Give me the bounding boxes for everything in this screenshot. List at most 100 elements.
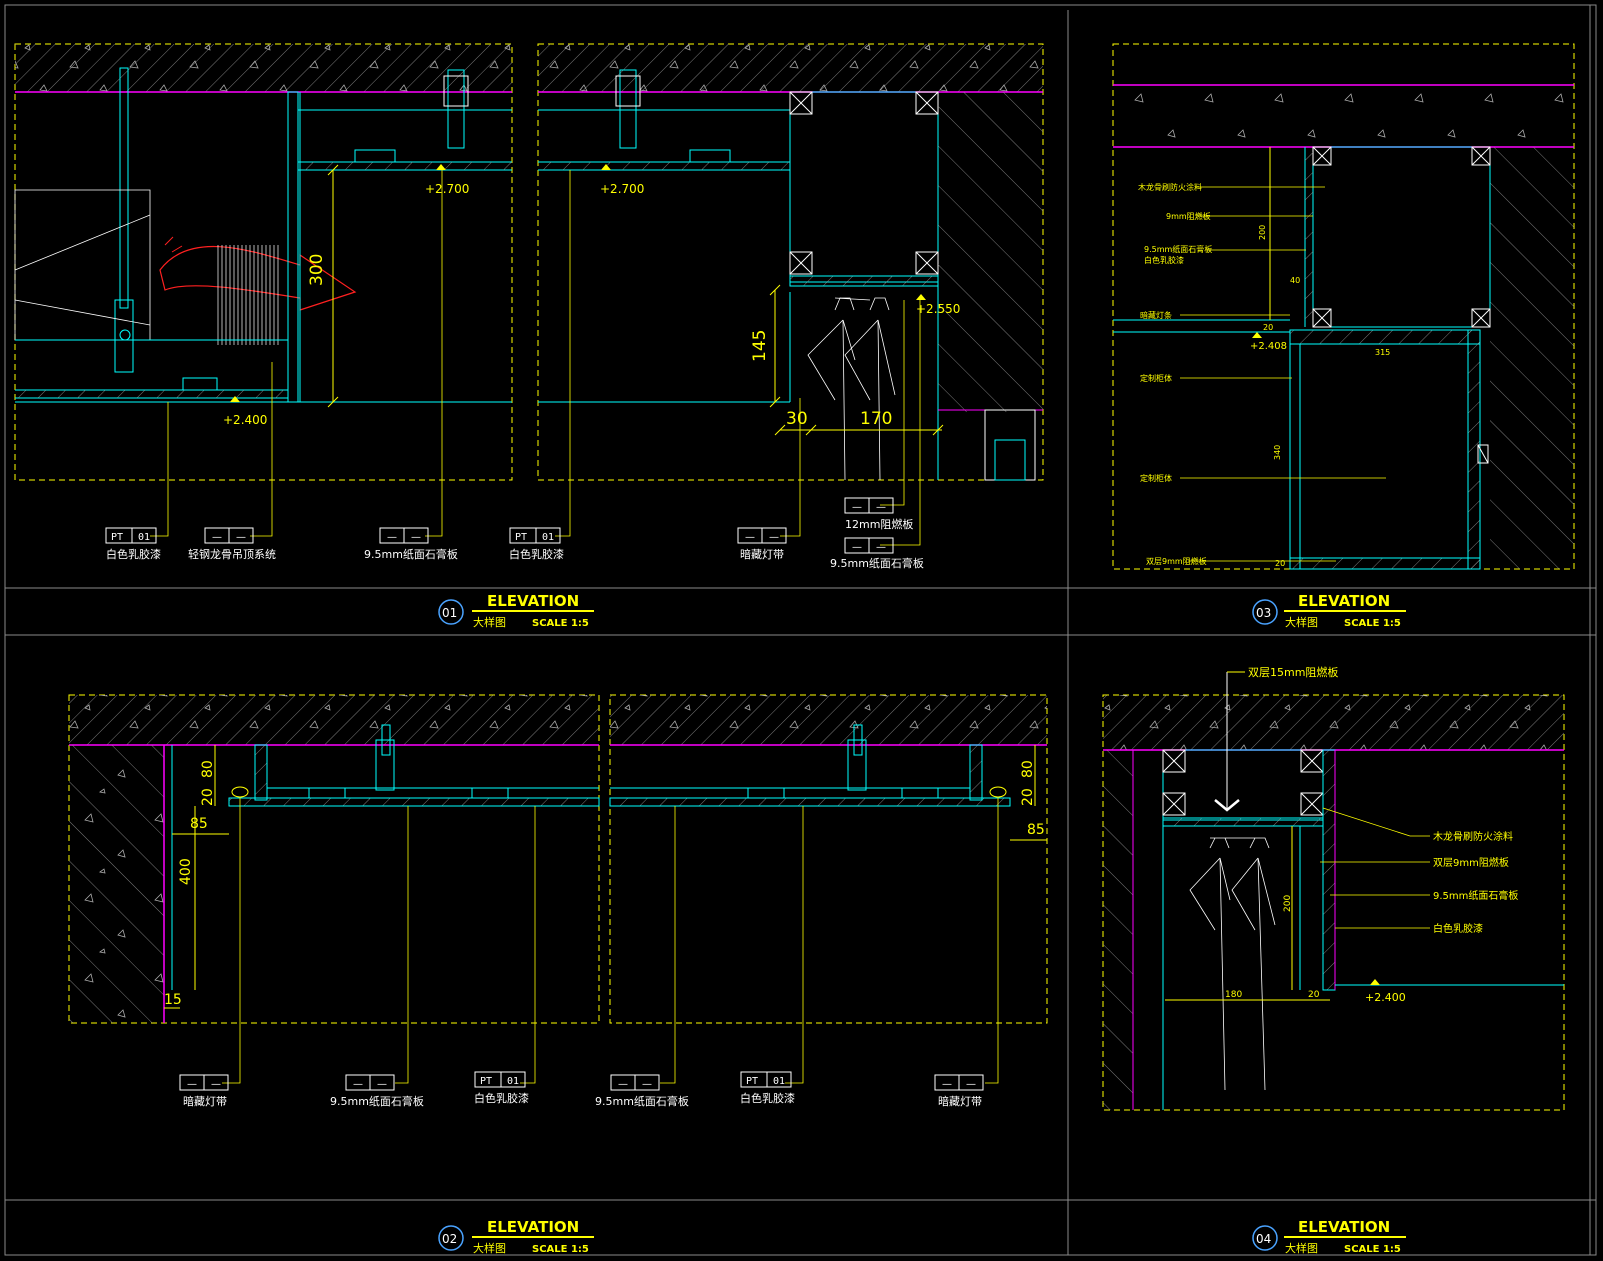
label-board12: 12mm阻燃板 [845, 517, 913, 531]
label-p03-cab1: 定制柜体 [1140, 373, 1172, 383]
tag-dash: — [966, 1079, 976, 1090]
label-p02-hidden-b: 暗藏灯带 [938, 1094, 982, 1108]
tag-01: 01 [138, 532, 150, 543]
tag-dash: — [852, 542, 862, 553]
panel-02-title: 02 ELEVATION 大样图 SCALE 1:5 [438, 1218, 594, 1255]
label-gypsum: 9.5mm纸面石膏板 [364, 547, 458, 561]
label-hidden-light: 暗藏灯带 [740, 547, 784, 561]
dim-20-p03b: 20 [1275, 559, 1285, 568]
panel-04-title: 04 ELEVATION 大样图 SCALE 1:5 [1252, 1218, 1406, 1255]
label-light-steel: 轻钢龙骨吊顶系统 [188, 547, 276, 561]
dim-80-a: 80 [200, 760, 216, 778]
dim-85-a: 85 [190, 816, 208, 832]
tag-dash: — [769, 532, 779, 543]
panel-02-scale: SCALE 1:5 [532, 1244, 589, 1255]
dim-200-p04: 200 [1283, 895, 1293, 912]
tag-pt: PT [480, 1076, 492, 1087]
dim-85-b: 85 [1027, 822, 1045, 838]
panel-02-labels: — — 暗藏灯带 — — 9.5mm纸面石膏板 PT 01 白色乳胶漆 — — … [179, 1071, 984, 1108]
level-2400: +2.400 [223, 413, 267, 427]
dim-340: 340 [1273, 445, 1282, 460]
dim-40-p03: 40 [1290, 276, 1300, 285]
panel-04-sub: 大样图 [1285, 1241, 1318, 1255]
tag-pt: PT [746, 1076, 758, 1087]
tag-dash: — [852, 502, 862, 513]
panel-04-num: 04 [1256, 1232, 1271, 1246]
label-p03-wood: 木龙骨刷防火涂料 [1138, 182, 1202, 192]
label-p04-wood: 木龙骨刷防火涂料 [1433, 830, 1513, 843]
level-2700-b: +2.700 [600, 182, 644, 196]
dim-315: 315 [1375, 348, 1390, 357]
tag-dash: — [618, 1079, 628, 1090]
label-p02-latex-b: 白色乳胶漆 [740, 1091, 795, 1105]
label-p02-latex-a: 白色乳胶漆 [474, 1091, 529, 1105]
label-p03-cab2: 定制柜体 [1140, 473, 1172, 483]
label-white-latex-2: 白色乳胶漆 [509, 547, 564, 561]
panel-03-num: 03 [1256, 606, 1271, 620]
dim-145: 145 [750, 330, 770, 362]
panel-01-heading: ELEVATION [487, 592, 579, 610]
tag-dash: — [876, 542, 886, 553]
dim-20-a: 20 [200, 788, 216, 806]
dim-15: 15 [164, 992, 182, 1008]
panel-01-num: 01 [442, 606, 457, 620]
tag-pt: PT [111, 532, 123, 543]
tag-dash: — [745, 532, 755, 543]
panel-01-labels: PT 01 白色乳胶漆 — — 轻钢龙骨吊顶系统 — — 9.5mm纸面石膏板 … [105, 497, 924, 570]
label-p03-latex: 白色乳胶漆 [1144, 255, 1184, 265]
panel-03-title: 03 ELEVATION 大样图 SCALE 1:5 [1252, 592, 1406, 629]
tag-dash: — [353, 1079, 363, 1090]
panel-03-heading: ELEVATION [1298, 592, 1390, 610]
label-p04-top: 双层15mm阻燃板 [1248, 665, 1338, 679]
panel-02-sub: 大样图 [473, 1241, 506, 1255]
label-p03-gypsum: 9.5mm纸面石膏板 [1144, 244, 1212, 254]
label-p03-hidden: 暗藏灯条 [1140, 310, 1172, 320]
panel-02-num: 02 [442, 1232, 457, 1246]
label-p02-hidden-a: 暗藏灯带 [183, 1094, 227, 1108]
tag-dash: — [211, 1079, 221, 1090]
panel-02-drawing: 80 20 85 400 15 80 20 85 [68, 694, 1048, 1084]
tag-01: 01 [542, 532, 554, 543]
label-p03-9mm: 9mm阻燃板 [1166, 211, 1211, 221]
panel-01-title: 01 ELEVATION 大样图 SCALE 1:5 [438, 592, 594, 629]
sheet-frame [4, 4, 1597, 1256]
panel-04-drawing: 双层15mm阻燃板 180 20 200 +2.400 木龙骨刷防火涂料 双层9… [1102, 665, 1565, 1111]
level-2700-a: +2.700 [425, 182, 469, 196]
dim-400: 400 [178, 858, 194, 885]
dim-20-p04: 20 [1308, 990, 1320, 1000]
panel-01-sub: 大样图 [473, 615, 506, 629]
tag-dash: — [942, 1079, 952, 1090]
panel-03-sub: 大样图 [1285, 615, 1318, 629]
dim-80-b: 80 [1020, 760, 1036, 778]
label-p04-latex: 白色乳胶漆 [1433, 922, 1483, 935]
tag-dash: — [236, 532, 246, 543]
tag-dash: — [876, 502, 886, 513]
dim-20-b: 20 [1020, 788, 1036, 806]
label-gypsum-2: 9.5mm纸面石膏板 [830, 556, 924, 570]
panel-03-drawing: 200 40 20 315 340 20 +2.408 木龙骨刷防火涂料 9mm… [1112, 43, 1575, 570]
panel-04-scale: SCALE 1:5 [1344, 1244, 1401, 1255]
label-p03-double: 双层9mm阻燃板 [1146, 556, 1207, 566]
tag-dash: — [187, 1079, 197, 1090]
dim-180: 180 [1225, 990, 1242, 1000]
tag-dash: — [642, 1079, 652, 1090]
tag-pt: PT [515, 532, 527, 543]
panel-01-scale: SCALE 1:5 [532, 618, 589, 629]
dim-30: 30 [786, 409, 808, 429]
label-white-latex: 白色乳胶漆 [106, 547, 161, 561]
tag-dash: — [377, 1079, 387, 1090]
dim-200-p03: 200 [1258, 225, 1267, 240]
panel-02-heading: ELEVATION [487, 1218, 579, 1236]
dim-300: 300 [307, 254, 327, 286]
dim-20-p03: 20 [1263, 323, 1273, 332]
label-p04-double9: 双层9mm阻燃板 [1433, 856, 1509, 869]
label-p02-gypsum-b: 9.5mm纸面石膏板 [595, 1094, 689, 1108]
level-2400-p04: +2.400 [1365, 991, 1406, 1004]
panel-04-heading: ELEVATION [1298, 1218, 1390, 1236]
label-p04-gypsum: 9.5mm纸面石膏板 [1433, 889, 1518, 902]
dim-170: 170 [860, 409, 892, 429]
panel-01-drawing: 300 +2.400 +2.700 +2.700 [14, 43, 1044, 546]
tag-01: 01 [773, 1076, 785, 1087]
tag-dash: — [411, 532, 421, 543]
